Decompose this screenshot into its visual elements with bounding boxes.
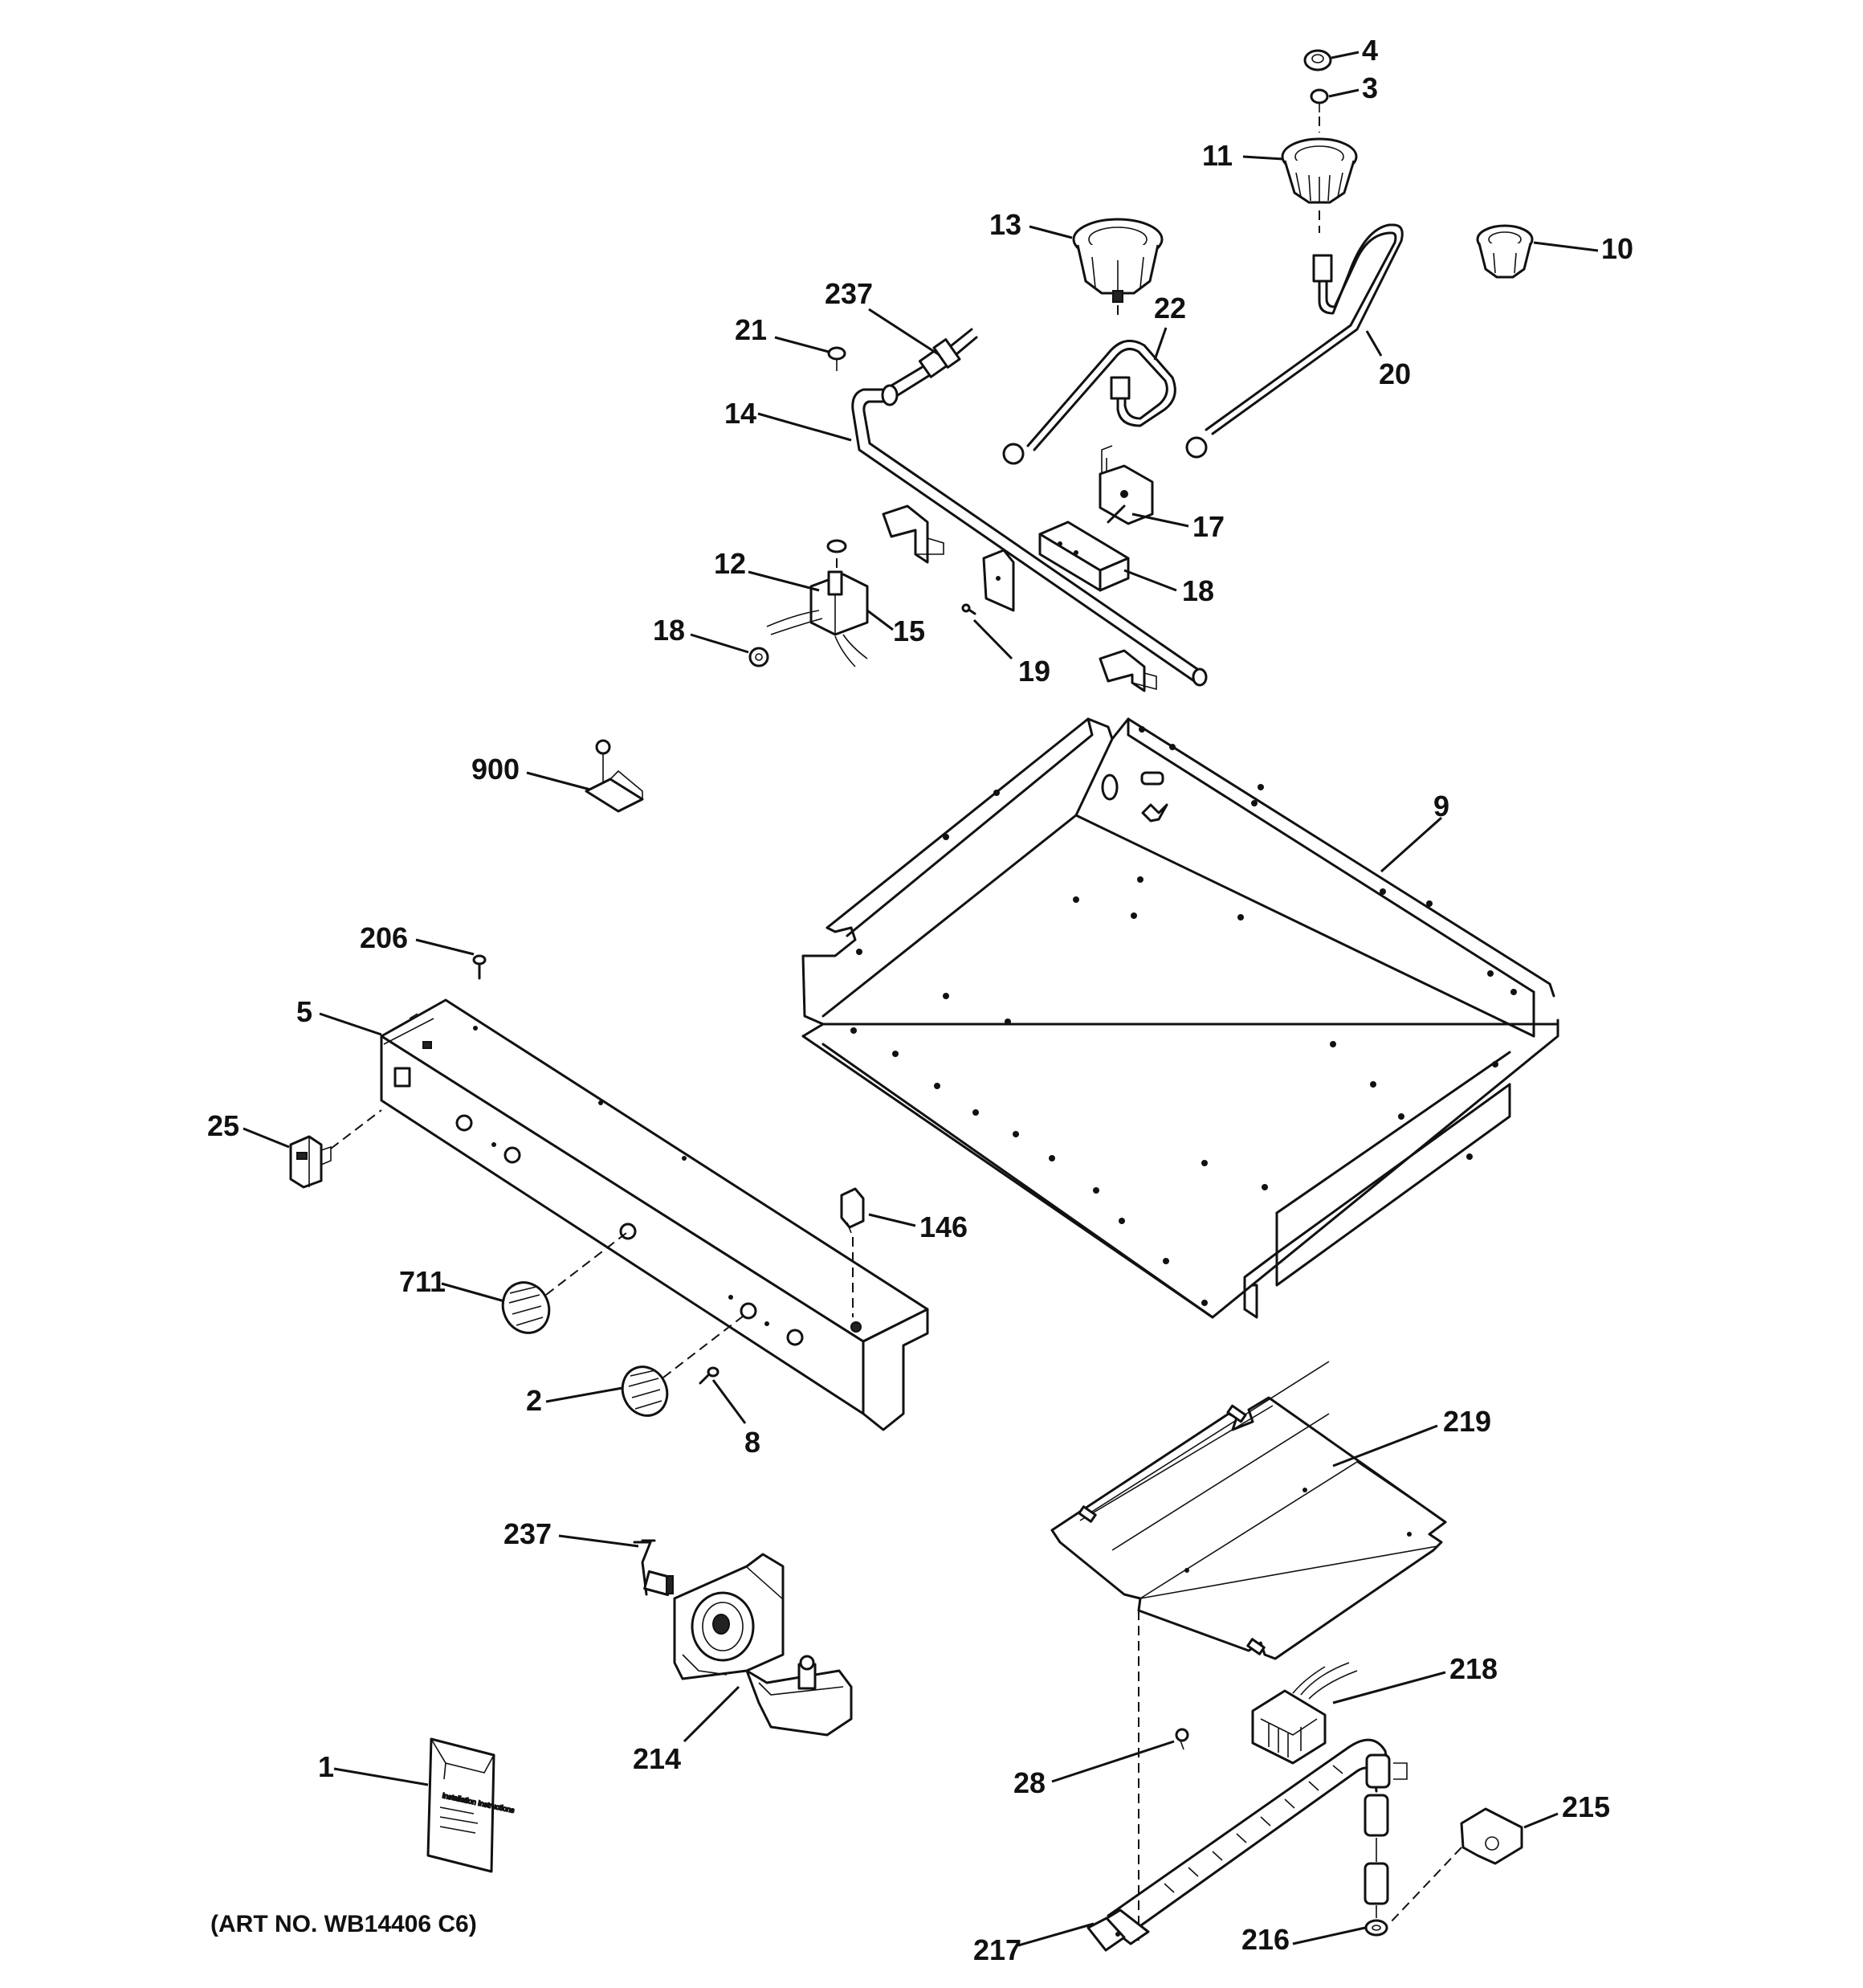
- callout-217: 217: [973, 1933, 1021, 1966]
- part-218-igniter: [1251, 1662, 1358, 1765]
- callout-206: 206: [360, 921, 408, 954]
- part-206-screw: [472, 954, 487, 980]
- part-19-screw: [961, 603, 976, 615]
- callout-4: 4: [1362, 34, 1378, 67]
- callout-11: 11: [1202, 139, 1233, 172]
- part-8-screw: [699, 1366, 720, 1385]
- part-900-bracket: [585, 739, 644, 813]
- callout-28: 28: [1013, 1766, 1046, 1799]
- callout-900: 900: [471, 753, 520, 786]
- part-11-burner-head: [1281, 137, 1358, 204]
- part-15-wires: [766, 610, 868, 667]
- part-17-spark-module: [1099, 445, 1154, 525]
- callout-21: 21: [735, 313, 767, 346]
- callout-3: 3: [1362, 71, 1378, 104]
- callout-8: 8: [744, 1426, 760, 1459]
- callout-237-upper: 237: [825, 277, 873, 310]
- callout-219: 219: [1443, 1405, 1491, 1438]
- part-12-valve: [809, 539, 869, 636]
- part-215-bracket: [1388, 1807, 1523, 1925]
- callout-14: 14: [724, 397, 756, 430]
- callout-9: 9: [1433, 790, 1449, 823]
- callout-146: 146: [919, 1210, 968, 1243]
- callout-10: 10: [1601, 232, 1633, 265]
- callout-25: 25: [207, 1109, 239, 1142]
- part-20-gas-tube: [1185, 223, 1404, 459]
- callout-17: 17: [1192, 510, 1225, 543]
- part-217-bake-burner: [1086, 1738, 1391, 1952]
- part-5-manifold-panel: [380, 998, 929, 1431]
- callout-1: 1: [318, 1750, 334, 1783]
- callout-2: 2: [526, 1384, 542, 1417]
- part-237-orifice-lower: [633, 1539, 674, 1597]
- part-18-bracket: [1038, 520, 1130, 592]
- part-2-knob: [621, 1312, 748, 1417]
- callout-13: 13: [989, 208, 1021, 241]
- part-711-knob: [501, 1232, 627, 1334]
- part-10-burner-head: [1476, 224, 1534, 279]
- part-237-orifice: [890, 328, 978, 397]
- callout-5: 5: [296, 995, 312, 1028]
- part-3-screw: [1310, 88, 1329, 112]
- part-1-instructions-envelope: Installation Instructions: [426, 1737, 516, 1873]
- art-number-caption: (ART NO. WB14406 C6): [210, 1911, 477, 1937]
- part-9-burner-box: [801, 717, 1559, 1319]
- part-21-screw: [827, 346, 846, 371]
- callout-labels: 4 3 11 13 10 237 21 22 20 14 17 12 18 15…: [207, 34, 1633, 1966]
- callout-22: 22: [1154, 292, 1186, 325]
- part-216-orifice-holder: [1364, 1753, 1408, 1937]
- callout-12: 12: [714, 547, 746, 580]
- callout-20: 20: [1379, 357, 1411, 390]
- part-214-oven-thermostat: [673, 1553, 853, 1737]
- callout-216: 216: [1241, 1923, 1290, 1956]
- callout-237-lower: 237: [503, 1517, 552, 1550]
- part-22-gas-tube: [1002, 339, 1176, 465]
- callout-18-lower: 18: [653, 614, 685, 647]
- callout-711: 711: [399, 1265, 446, 1298]
- manifold-bracket-right: [1099, 649, 1157, 692]
- part-14-manifold: [851, 384, 1208, 687]
- callout-218: 218: [1449, 1652, 1498, 1685]
- burner-box-holes: [850, 726, 1517, 1306]
- part-4-nut: [1303, 49, 1332, 71]
- part-219-heat-shield: [1050, 1361, 1447, 1660]
- manifold-bracket-center: [982, 549, 1015, 612]
- callout-15: 15: [893, 614, 925, 647]
- part-25-switch: [289, 1109, 382, 1189]
- callout-19: 19: [1018, 655, 1050, 688]
- leader-lines: [243, 51, 1599, 1947]
- callout-18-upper: 18: [1182, 574, 1214, 607]
- part-18-nut: [748, 647, 769, 667]
- part-146-clip: [840, 1187, 865, 1317]
- callout-215: 215: [1562, 1790, 1610, 1823]
- part-28-screw: [1175, 1728, 1189, 1750]
- part-13-burner-head: [1072, 218, 1164, 303]
- callout-214: 214: [633, 1742, 681, 1775]
- manifold-bracket-left: [882, 504, 944, 564]
